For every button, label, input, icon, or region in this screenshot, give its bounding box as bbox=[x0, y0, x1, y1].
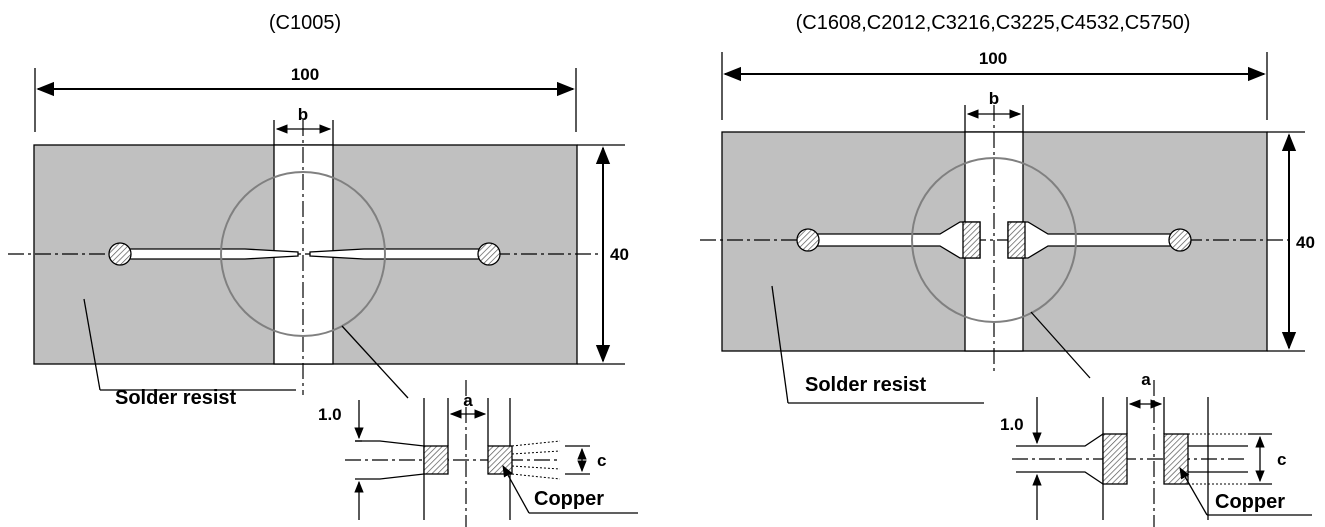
left-trace-left bbox=[119, 248, 299, 260]
right-width-dimension: 100 bbox=[721, 49, 1268, 120]
right-title: (C1608,C2012,C3216,C3225,C4532,C5750) bbox=[796, 12, 1191, 34]
right-via-pad-right bbox=[1168, 228, 1192, 252]
right-resist-label: Solder resist bbox=[805, 374, 927, 396]
left-via-pad-right bbox=[477, 242, 501, 266]
right-height-label: 40 bbox=[1296, 233, 1315, 252]
right-height-dimension: 40 bbox=[1267, 131, 1315, 352]
right-detail-c-label: c bbox=[1277, 450, 1286, 469]
left-title: (C1005) bbox=[269, 12, 341, 34]
right-copper-label: Copper bbox=[1215, 491, 1285, 513]
left-resist-leader bbox=[83, 298, 101, 391]
left-trace-right bbox=[309, 248, 490, 260]
left-resist-label: Solder resist bbox=[115, 387, 237, 409]
right-b-dimension: b bbox=[964, 89, 1024, 132]
left-detail-view: 1.0 a c Copper bbox=[318, 380, 638, 527]
right-b-label: b bbox=[989, 89, 999, 108]
left-detail-copper-right bbox=[487, 445, 513, 475]
right-diagram: (C1608,C2012,C3216,C3225,C4532,C5750) 10… bbox=[700, 12, 1315, 527]
right-magnifier-circle bbox=[911, 157, 1077, 323]
right-copper-leader bbox=[1179, 466, 1208, 516]
right-pad-right bbox=[1007, 221, 1026, 259]
left-height-label: 40 bbox=[610, 245, 629, 264]
right-leader-line bbox=[1030, 311, 1091, 379]
right-width-label: 100 bbox=[979, 49, 1007, 68]
left-leader-line bbox=[341, 325, 409, 399]
right-pad-left bbox=[962, 221, 981, 259]
left-via-pad-left bbox=[108, 242, 132, 266]
left-width-label: 100 bbox=[291, 65, 319, 84]
left-copper-label: Copper bbox=[534, 488, 604, 510]
left-width-dimension: 100 bbox=[34, 65, 577, 132]
right-detail-view: 1.0 a c Copper bbox=[1000, 370, 1312, 527]
right-detail-1-label: 1.0 bbox=[1000, 415, 1024, 434]
right-via-pad-left bbox=[796, 228, 820, 252]
left-detail-c-label: c bbox=[597, 451, 606, 470]
right-detail-a-label: a bbox=[1141, 370, 1151, 389]
left-detail-copper-left bbox=[423, 445, 449, 475]
left-diagram: (C1005) 100 b 40 bbox=[8, 12, 638, 527]
left-detail-1-label: 1.0 bbox=[318, 405, 342, 424]
right-resist-leader bbox=[771, 285, 789, 404]
left-b-label: b bbox=[298, 105, 308, 124]
right-detail-copper-left bbox=[1102, 433, 1128, 485]
left-copper-leader bbox=[502, 464, 530, 514]
left-height-dimension: 40 bbox=[577, 144, 629, 365]
left-magnifier-circle bbox=[220, 171, 386, 337]
left-detail-a-label: a bbox=[463, 391, 473, 410]
